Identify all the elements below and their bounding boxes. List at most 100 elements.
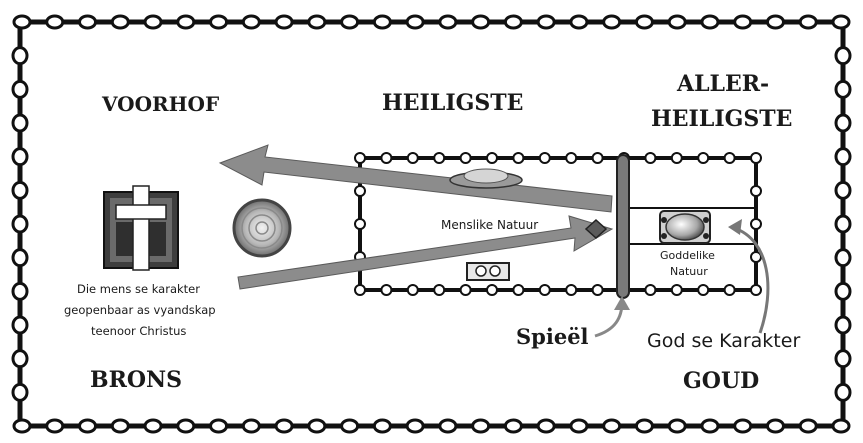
- court-post: [110, 14, 130, 30]
- label-karakter-line2: geopenbaar as vyandskap: [64, 303, 216, 317]
- court-post: [834, 147, 852, 167]
- court-post: [831, 14, 851, 30]
- incense-altar-icon: [584, 218, 608, 240]
- tabernacle-post: [723, 284, 736, 296]
- arrowhead-spieel: [614, 296, 630, 310]
- court-post: [834, 180, 852, 200]
- court-post: [602, 14, 622, 30]
- tabernacle-post: [565, 152, 578, 164]
- court-post: [241, 14, 261, 30]
- arrowhead-god-se-karakter: [728, 219, 742, 235]
- tabernacle-post: [750, 152, 762, 164]
- court-post: [405, 14, 425, 30]
- court-post: [143, 14, 163, 30]
- court-post: [11, 180, 29, 200]
- court-post: [733, 418, 753, 434]
- court-post: [798, 418, 818, 434]
- tabernacle-post: [644, 284, 657, 296]
- tabernacle-post: [354, 218, 366, 230]
- tabernacle-post: [354, 152, 366, 164]
- court-post: [307, 14, 327, 30]
- tabernacle-post: [459, 284, 472, 296]
- court-post: [11, 79, 29, 99]
- court-post: [834, 315, 852, 335]
- court-post: [667, 418, 687, 434]
- court-post: [11, 349, 29, 369]
- arrow-god-se-karakter: [733, 226, 770, 334]
- tabernacle-post: [538, 152, 551, 164]
- court-post: [45, 418, 65, 434]
- court-post: [11, 382, 29, 402]
- tabernacle-post: [380, 284, 393, 296]
- mirror-veil: [616, 154, 630, 299]
- court-post: [11, 113, 29, 133]
- court-post: [700, 418, 720, 434]
- court-posts: [11, 14, 852, 434]
- label-brons: BRONS: [90, 367, 183, 393]
- label-god-se-karakter: God se Karakter: [647, 330, 801, 352]
- tabernacle-post: [486, 152, 498, 164]
- court-post: [536, 14, 556, 30]
- court-post: [11, 281, 29, 301]
- shewbread-table-icon: [449, 168, 523, 189]
- court-post: [209, 14, 229, 30]
- court-post: [438, 14, 458, 30]
- court-post: [340, 418, 360, 434]
- tabernacle-post: [750, 251, 762, 263]
- tabernacle-post: [459, 152, 472, 164]
- tabernacle-post: [697, 152, 710, 164]
- court-post: [209, 418, 229, 434]
- tabernacle-posts: [354, 152, 762, 296]
- label-goddelike-line2: Natuur: [670, 265, 708, 278]
- label-karakter-line3: teenoor Christus: [91, 324, 187, 338]
- lampstand-icon: [466, 262, 510, 281]
- court-post: [307, 418, 327, 434]
- court-post: [11, 46, 29, 66]
- label-karakter-line1: Die mens se karakter: [77, 282, 200, 296]
- court-post: [503, 418, 523, 434]
- ark-icon: [659, 210, 711, 244]
- court-post: [834, 248, 852, 268]
- court-post: [471, 418, 491, 434]
- court-post: [176, 14, 196, 30]
- tabernacle-post: [512, 284, 525, 296]
- tabernacle-post: [750, 284, 762, 296]
- tabernacle-post: [406, 152, 419, 164]
- court-post: [274, 418, 294, 434]
- cross-tablets-icon: [103, 185, 179, 271]
- court-post: [372, 14, 392, 30]
- court-post: [834, 214, 852, 234]
- court-post: [503, 14, 523, 30]
- court-post: [110, 418, 130, 434]
- court-post: [765, 418, 785, 434]
- tabernacle-post: [512, 152, 525, 164]
- court-post: [834, 349, 852, 369]
- court-post: [340, 14, 360, 30]
- label-goud: GOUD: [683, 368, 760, 394]
- court-post: [11, 248, 29, 268]
- tabernacle-post: [486, 284, 498, 296]
- tabernacle-post: [433, 152, 446, 164]
- court-post: [634, 14, 654, 30]
- tabernacle-post: [406, 284, 419, 296]
- label-spieel: Spieël: [516, 324, 589, 349]
- court-post: [536, 418, 556, 434]
- court-post: [12, 418, 32, 434]
- tabernacle-post: [433, 284, 446, 296]
- court-post: [11, 147, 29, 167]
- court-post: [834, 281, 852, 301]
- court-post: [569, 14, 589, 30]
- laver-basin-icon: [232, 198, 292, 258]
- label-menslike-natuur: Menslike Natuur: [441, 218, 539, 232]
- court-post: [733, 14, 753, 30]
- tabernacle-post: [354, 185, 366, 197]
- label-voorhof: VOORHOF: [102, 92, 220, 116]
- court-post: [634, 418, 654, 434]
- arrow-from-karakter: [237, 215, 614, 290]
- court-post: [78, 418, 98, 434]
- court-post: [11, 214, 29, 234]
- court-post: [143, 418, 163, 434]
- label-aller-line2: HEILIGSTE: [651, 106, 793, 132]
